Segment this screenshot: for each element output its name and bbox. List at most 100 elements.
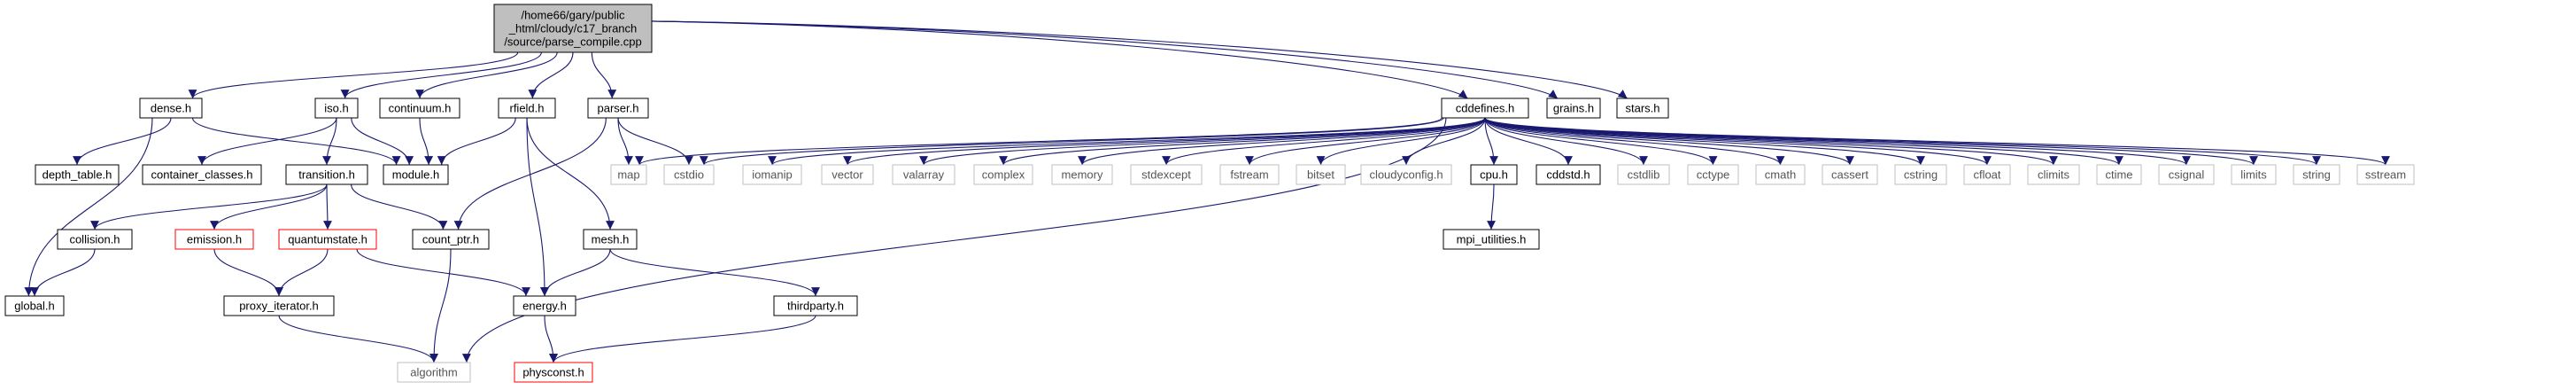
node-label: parser.h: [598, 102, 639, 115]
node-box: [1441, 98, 1529, 119]
node-box: [2096, 164, 2142, 185]
node-box: [498, 98, 556, 119]
node-box: [493, 4, 653, 53]
node-map[interactable]: map: [610, 164, 647, 185]
node-label: climits: [2038, 168, 2070, 182]
node-mesh[interactable]: mesh.h: [583, 229, 638, 250]
edge-count_ptr-to-algorithm: [429, 248, 452, 363]
node-proxy_iterator[interactable]: proxy_iterator.h: [223, 295, 335, 316]
edge-cddefines-to-ctime: [1484, 117, 2123, 166]
node-label: cassert: [1831, 168, 1868, 182]
node-box: [821, 164, 874, 185]
node-sstream[interactable]: sstream: [2356, 164, 2415, 185]
node-label: string: [2302, 168, 2331, 182]
edge-cddefines-to-iomanip: [768, 117, 1486, 166]
node-box: [742, 164, 802, 185]
node-mpi_utilities[interactable]: mpi_utilities.h: [1443, 229, 1540, 250]
edge-energy-to-physconst: [544, 315, 558, 363]
node-cloudyconfig[interactable]: cloudyconfig.h: [1360, 164, 1452, 185]
node-label: /home66/gary/public: [521, 9, 625, 22]
node-box: [2027, 164, 2080, 185]
node-ctime[interactable]: ctime: [2096, 164, 2142, 185]
node-thirdparty[interactable]: thirdparty.h: [773, 295, 858, 316]
node-string[interactable]: string: [2293, 164, 2340, 185]
edge-transition-to-collision: [90, 183, 328, 230]
node-count_ptr[interactable]: count_ptr.h: [412, 229, 490, 250]
node-label: cddefines.h: [1456, 102, 1515, 115]
node-container_classes[interactable]: container_classes.h: [142, 164, 262, 185]
node-physconst[interactable]: physconst.h: [514, 362, 593, 383]
node-quantumstate[interactable]: quantumstate.h: [278, 229, 377, 250]
node-cstdlib[interactable]: cstdlib: [1617, 164, 1670, 185]
node-label: global.h: [14, 300, 55, 313]
node-box: [139, 98, 203, 119]
node-emission[interactable]: emission.h: [174, 229, 254, 250]
edge-parser-to-count_ptr: [453, 117, 607, 230]
node-limits[interactable]: limits: [2231, 164, 2277, 185]
node-rfield[interactable]: rfield.h: [498, 98, 556, 119]
node-stars[interactable]: stars.h: [1616, 98, 1669, 119]
node-continuum[interactable]: continuum.h: [379, 98, 460, 119]
node-memory[interactable]: memory: [1051, 164, 1113, 185]
node-label: depth_table.h: [43, 168, 112, 182]
node-cddefines[interactable]: cddefines.h: [1441, 98, 1529, 119]
node-stdexcept[interactable]: stdexcept: [1130, 164, 1203, 185]
node-energy[interactable]: energy.h: [513, 295, 576, 316]
node-label: quantumstate.h: [288, 233, 367, 246]
node-parser[interactable]: parser.h: [587, 98, 649, 119]
edge-cddefines-to-cassert: [1484, 117, 1854, 166]
edge-rfield-to-mesh: [526, 117, 615, 230]
node-module[interactable]: module.h: [383, 164, 449, 185]
node-box: [278, 229, 377, 250]
node-bitset[interactable]: bitset: [1296, 164, 1346, 185]
edge-thirdparty-to-physconst: [549, 315, 816, 363]
edge-mesh-to-thirdparty: [609, 248, 820, 297]
node-climits[interactable]: climits: [2027, 164, 2080, 185]
node-iso[interactable]: iso.h: [314, 98, 359, 119]
node-algorithm[interactable]: algorithm: [397, 362, 471, 383]
node-cmath[interactable]: cmath: [1755, 164, 1806, 185]
edge-transition-to-count_ptr: [351, 183, 448, 230]
node-cfloat[interactable]: cfloat: [1963, 164, 2011, 185]
node-global[interactable]: global.h: [4, 295, 65, 316]
edge-quantumstate-to-proxy_iterator: [275, 248, 329, 297]
node-label: cfloat: [1973, 168, 2000, 182]
edge-cddefines-to-cctype: [1484, 117, 1718, 166]
node-label: dense.h: [151, 102, 191, 115]
node-cctype[interactable]: cctype: [1687, 164, 1739, 185]
edge-dense-to-module: [191, 117, 401, 166]
node-transition[interactable]: transition.h: [285, 164, 368, 185]
node-iomanip[interactable]: iomanip: [742, 164, 802, 185]
node-box: [397, 362, 471, 383]
node-box: [663, 164, 715, 185]
node-label: algorithm: [410, 366, 457, 379]
node-collision[interactable]: collision.h: [57, 229, 133, 250]
node-cpu[interactable]: cpu.h: [1470, 164, 1518, 185]
edge-parser-to-cstdio: [617, 117, 693, 166]
node-vector[interactable]: vector: [821, 164, 874, 185]
node-cstdio[interactable]: cstdio: [663, 164, 715, 185]
edge-iso-to-module: [351, 117, 414, 166]
node-csignal[interactable]: csignal: [2158, 164, 2215, 185]
node-valarray[interactable]: valarray: [892, 164, 955, 185]
node-grains[interactable]: grains.h: [1546, 98, 1601, 119]
node-complex[interactable]: complex: [973, 164, 1033, 185]
edge-transition-to-quantumstate: [323, 183, 332, 230]
node-cassert[interactable]: cassert: [1822, 164, 1878, 185]
node-label: cstdlib: [1628, 168, 1660, 182]
node-depth_table[interactable]: depth_table.h: [35, 164, 120, 185]
edge-collision-to-global: [30, 248, 96, 297]
edge-cddefines-to-valarray: [919, 117, 1486, 166]
node-dense[interactable]: dense.h: [139, 98, 203, 119]
edge-iso-to-transition: [322, 117, 337, 166]
node-label: cpu.h: [1480, 168, 1508, 182]
node-box: [1219, 164, 1280, 185]
node-cddstd[interactable]: cddstd.h: [1536, 164, 1601, 185]
node-cstring[interactable]: cstring: [1894, 164, 1947, 185]
edge-cddefines-to-climits: [1484, 117, 2058, 166]
edge-root-to-parser: [591, 51, 617, 99]
node-label: complex: [982, 168, 1025, 182]
edge-cddefines-to-stdexcept: [1162, 117, 1486, 166]
node-label: grains.h: [1553, 102, 1594, 115]
node-fstream[interactable]: fstream: [1219, 164, 1280, 185]
